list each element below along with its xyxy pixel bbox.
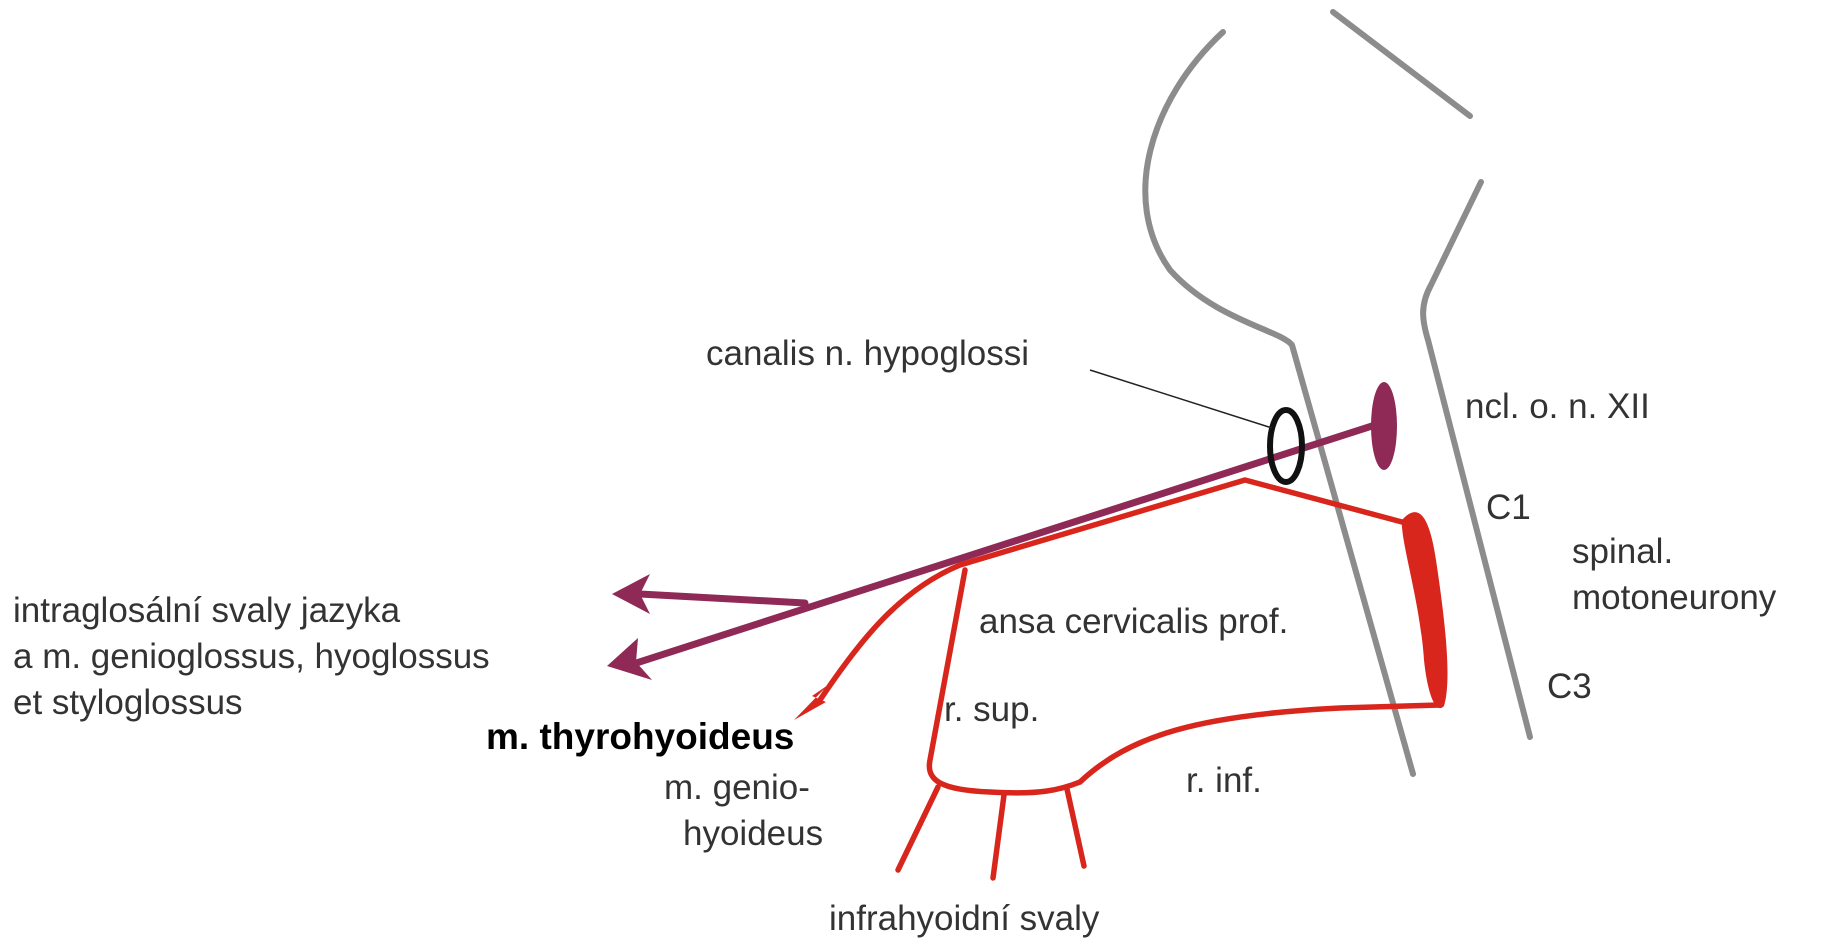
label-spinal-1: spinal. — [1572, 532, 1673, 571]
infrahyoid-branch-2 — [993, 795, 1004, 878]
label-infrahyoid: infrahyoidní svaly — [829, 899, 1100, 938]
skull-base-wall-left — [1145, 32, 1413, 774]
infrahyoid-branch-3 — [1067, 789, 1084, 866]
canalis-leader-line — [1090, 370, 1272, 428]
canalis-ring — [1270, 410, 1302, 482]
skull-cap-line — [1333, 12, 1470, 116]
label-geniohyoideus-2: hyoideus — [683, 814, 823, 853]
label-c1: C1 — [1486, 488, 1531, 527]
label-r-sup: r. sup. — [944, 690, 1039, 729]
spinal-motoneurons-column — [1402, 512, 1448, 708]
label-ncl: ncl. o. n. XII — [1465, 387, 1650, 426]
label-spinal-2: motoneurony — [1572, 578, 1777, 617]
label-intraglossal-1: intraglosální svaly jazyka — [13, 591, 401, 630]
label-c3: C3 — [1547, 667, 1592, 706]
label-intraglossal-2: a m. genioglossus, hyoglossus — [13, 637, 490, 676]
hypoglossal-nerve-upper-branch — [640, 594, 805, 603]
label-ansa: ansa cervicalis prof. — [979, 602, 1288, 641]
label-thyrohyoideus: m. thyrohyoideus — [486, 716, 794, 757]
infrahyoid-branch-1 — [898, 787, 938, 870]
label-r-inf: r. inf. — [1186, 761, 1262, 800]
label-canalis: canalis n. hypoglossi — [706, 334, 1029, 373]
thyrohyoideus-arrow-icon — [794, 685, 828, 720]
label-geniohyoideus-1: m. genio- — [664, 768, 810, 807]
label-intraglossal-3: et styloglossus — [13, 683, 243, 722]
